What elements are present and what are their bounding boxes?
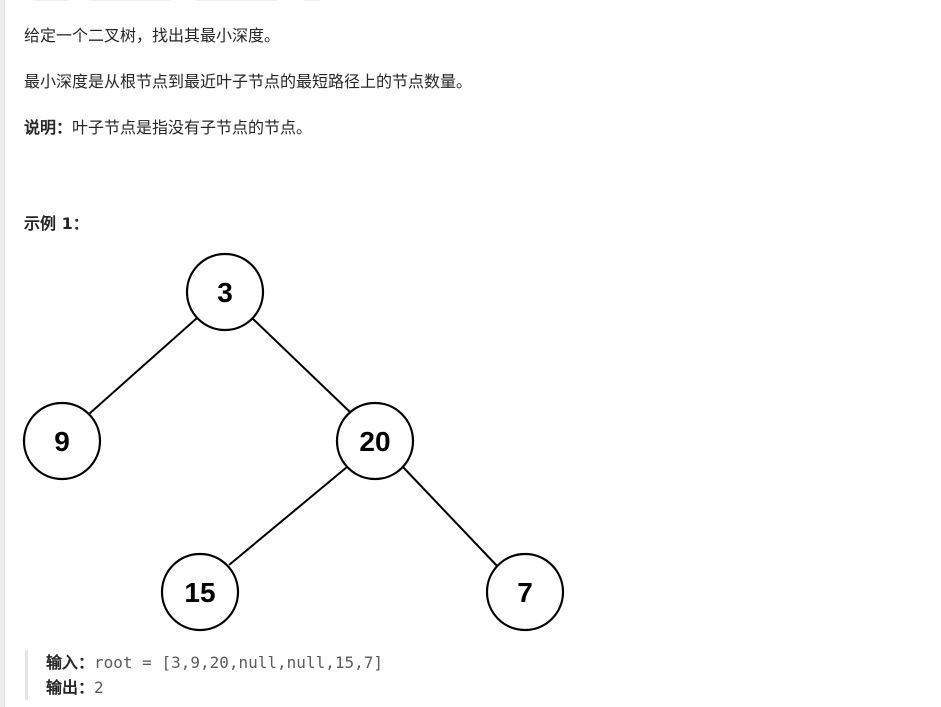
node-label: 7 [517,577,533,608]
note-label: 说明： [24,118,73,137]
input-value: root = [3,9,20,null,null,15,7] [94,653,383,672]
tree-node-9 [22,401,102,481]
left-panel-border [0,0,5,707]
problem-definition: 最小深度是从根节点到最近叶子节点的最短路径上的节点数量。 [24,72,473,91]
node-label: 20 [359,426,390,457]
example-io-block: 输入：root = [3,9,20,null,null,15,7] 输出：2 [25,650,383,700]
edge-20-7 [401,465,500,569]
output-label: 输出： [46,678,95,697]
problem-note: 说明：叶子节点是指没有子节点的节点。 [24,117,312,139]
output-value: 2 [94,678,104,697]
edge-3-9 [88,317,198,415]
binary-tree-diagram: 3 9 20 15 7 [22,252,565,632]
node-label: 9 [54,426,70,457]
tag[interactable] [300,0,324,1]
example-output: 输出：2 [46,675,383,700]
tree-node-15 [160,552,240,632]
example-input: 输入：root = [3,9,20,null,null,15,7] [46,650,383,675]
input-label: 输入： [46,653,95,672]
tree-node-3 [185,252,265,332]
tree-node-20 [335,401,415,481]
tree-node-7 [485,552,565,632]
edge-20-15 [228,466,348,566]
example-title: 示例 1： [24,214,89,233]
problem-description: 给定一个二叉树，找出其最小深度。 [24,26,281,45]
tag[interactable] [193,0,281,1]
note-text: 叶子节点是指没有子节点的节点。 [72,118,313,137]
node-label: 3 [217,277,233,308]
edge-3-20 [251,317,351,413]
node-label: 15 [184,577,215,608]
tag[interactable] [86,0,174,1]
tag[interactable] [30,0,72,1]
